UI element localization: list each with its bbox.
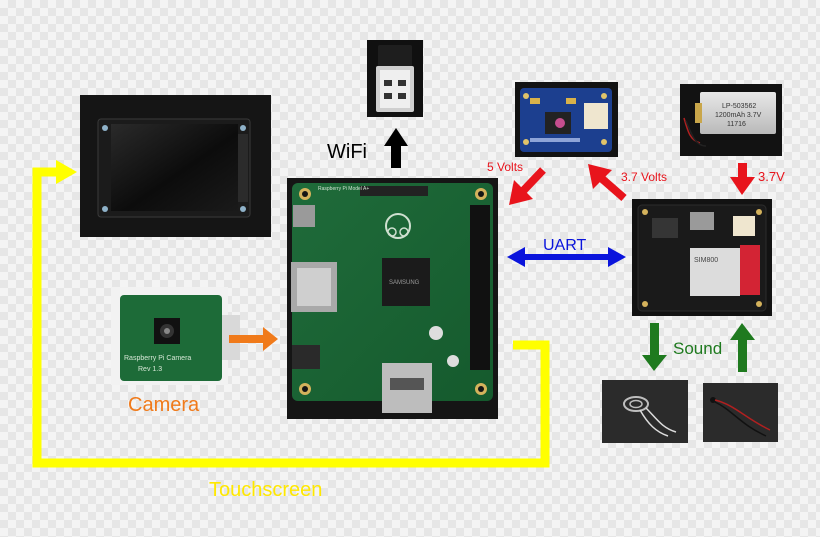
battery-silk-3: 11716 (727, 121, 746, 128)
raspberry-pi-board: SAMSUNG Raspberry Pi Model A+ (287, 178, 498, 419)
wifi-link (384, 128, 408, 168)
battery-silk-2: 1200mAh 3.7V (715, 112, 762, 119)
three-seven-v-link (730, 163, 755, 195)
five-volts-link (509, 167, 546, 205)
sound-arrowhead-up (730, 323, 755, 340)
camera-link (229, 327, 278, 351)
touchscreen-link (32, 160, 550, 468)
touchscreen-label: Touchscreen (209, 479, 322, 501)
camera-silk-2: Rev 1.3 (138, 366, 162, 373)
sound-label: Sound (673, 339, 722, 358)
touchscreen-arrowhead (56, 160, 77, 184)
fona-gsm-board-photo: SIM800 (632, 199, 772, 316)
uart-label: UART (543, 237, 586, 254)
fona-chip-text: SIM800 (694, 257, 718, 264)
camera-arrowhead (263, 327, 278, 351)
uart-arrowhead-left (507, 247, 525, 267)
five-volts-label: 5 Volts (487, 160, 523, 174)
uart-link (507, 247, 626, 267)
sound-arrowhead-down (642, 355, 667, 371)
pi-silk-text: Raspberry Pi Model A+ (318, 186, 369, 192)
pi-chip-text: SAMSUNG (389, 280, 420, 286)
three-seven-volts-arrowhead (588, 164, 612, 189)
three-seven-volts-label: 3.7 Volts (621, 170, 667, 184)
three-seven-volts-link (588, 164, 627, 202)
wifi-dongle-photo (367, 40, 423, 117)
touchscreen-photo (80, 95, 271, 237)
sound-link (642, 323, 755, 372)
camera-module-photo: Raspberry Pi Camera Rev 1.3 (111, 287, 240, 385)
camera-label: Camera (128, 394, 200, 416)
uart-arrowhead-right (608, 247, 626, 267)
battery-silk-1: LP-503562 (722, 103, 756, 110)
three-seven-v-arrowhead (730, 177, 755, 195)
speaker-photo (602, 380, 688, 443)
camera-silk-1: Raspberry Pi Camera (124, 355, 191, 362)
three-seven-v-label: 3.7V (758, 169, 785, 184)
charger-board-photo (515, 82, 618, 157)
microphone-photo (703, 383, 778, 442)
battery-photo: LP-503562 1200mAh 3.7V 11716 (680, 84, 782, 156)
wifi-arrowhead (384, 128, 408, 146)
wifi-label: WiFi (327, 141, 367, 163)
five-volts-arrowhead (509, 180, 533, 205)
